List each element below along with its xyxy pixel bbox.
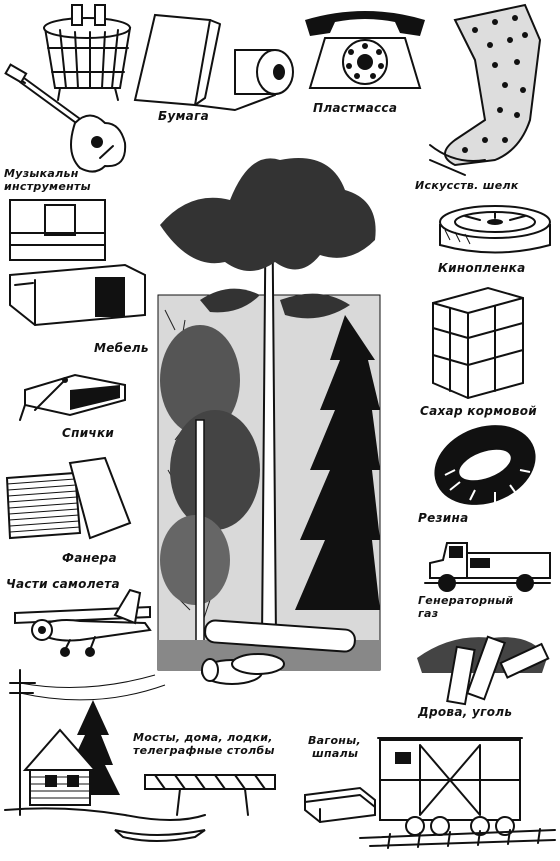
firewood-icon — [417, 635, 550, 706]
house-bridge-scene — [4, 669, 276, 842]
airplane-icon — [14, 588, 152, 657]
guitar-icon — [4, 63, 127, 173]
label-rubber: Резина — [418, 511, 469, 525]
label-bridges-line1: Мосты, дома, лодки, — [133, 731, 273, 744]
label-sugar: Сахар кормовой — [420, 404, 537, 418]
label-wagons-line2: шпалы — [312, 747, 359, 760]
label-music-line1: Музыкальн — [4, 167, 79, 180]
label-gas-line1: Генераторный — [418, 594, 514, 607]
label-wagons-line1: Вагоны, — [308, 734, 361, 747]
label-paper: Бумага — [158, 109, 210, 123]
label-gas-line2: газ — [418, 607, 439, 620]
label-plywood: Фанера — [62, 551, 117, 565]
label-furniture: Мебель — [94, 341, 149, 355]
plywood-icon — [5, 456, 132, 540]
tire-icon — [434, 425, 536, 505]
sugar-cubes-icon — [432, 286, 524, 400]
furniture-icon — [9, 199, 146, 327]
telephone-icon — [305, 11, 425, 89]
label-bridges-line2: телеграфные столбы — [133, 744, 275, 757]
film-reel-icon — [439, 205, 551, 254]
wooden-tub-icon — [43, 4, 132, 101]
label-silk: Искусств. шелк — [415, 179, 519, 192]
matchbox-icon — [19, 373, 126, 421]
label-music-line2: инструменты — [4, 180, 91, 193]
label-plastic: Пластмасса — [313, 101, 398, 115]
railway-wagon-icon — [304, 737, 556, 849]
label-fuel: Дрова, уголь — [418, 705, 513, 719]
silk-stocking-icon — [429, 3, 542, 176]
label-matches: Спички — [62, 426, 115, 440]
paper-book-icon — [133, 13, 294, 111]
gas-truck-icon — [424, 542, 551, 592]
label-plane: Части самолета — [6, 577, 120, 591]
label-film: Кинопленка — [438, 261, 526, 275]
